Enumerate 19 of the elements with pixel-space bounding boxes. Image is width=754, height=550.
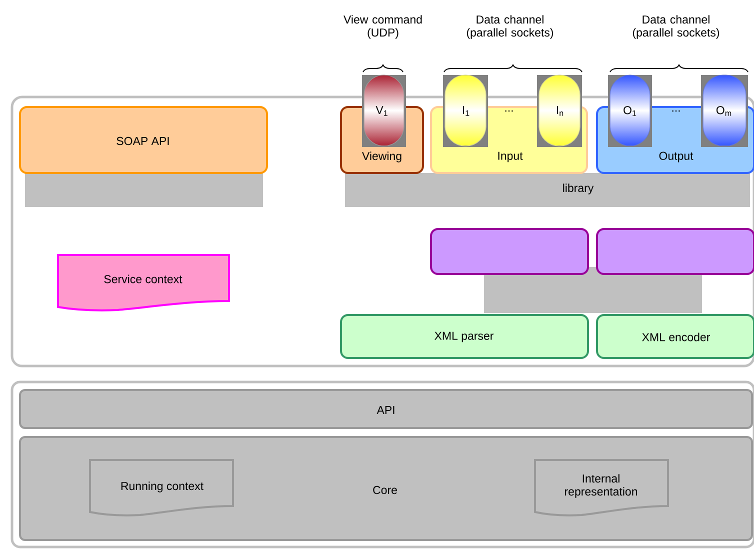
socket-capsule: I$_{n}$ — [537, 74, 582, 147]
socket-capsule: O$_{1}$ — [608, 74, 652, 147]
socket-capsule: I$_{1}$ — [443, 74, 488, 147]
module-box: XML encoder — [596, 314, 754, 359]
module-box — [596, 228, 754, 275]
document-box: Running context — [89, 459, 234, 516]
module-box — [430, 228, 589, 275]
socket-capsule: V$_{1}$ — [362, 74, 406, 147]
document-box: Service context — [57, 254, 230, 312]
module-box: SOAP API — [19, 106, 268, 174]
library-band: library — [345, 173, 750, 207]
document-box: Internal representation — [534, 459, 669, 516]
layer-band — [25, 173, 263, 207]
layer-band: API — [19, 389, 753, 429]
channel-label: View command (UDP) — [344, 15, 422, 39]
channel-label: Data channel (parallel sockets) — [466, 15, 554, 39]
channel-label: Data channel (parallel sockets) — [632, 15, 720, 39]
socket-capsule: O$_{m}$ — [701, 74, 748, 147]
module-box: XML parser — [340, 314, 589, 359]
